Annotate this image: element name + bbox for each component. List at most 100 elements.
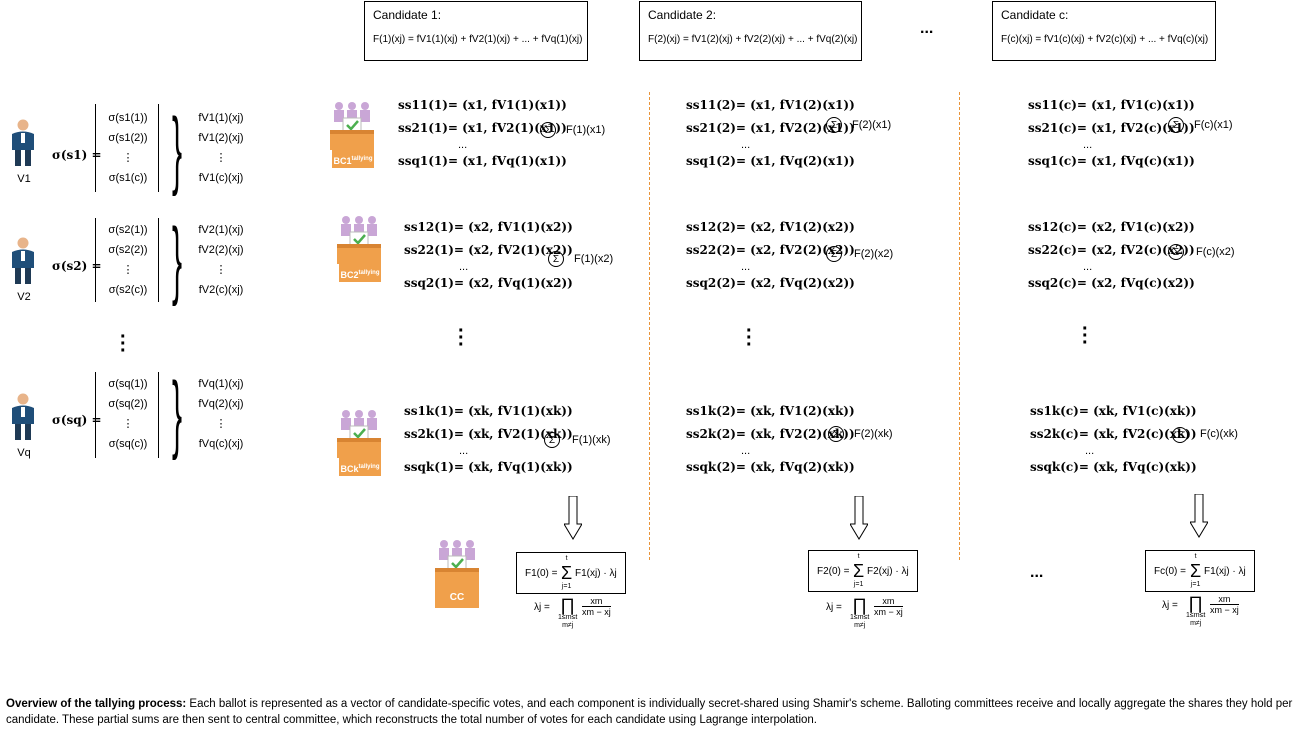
- lambda-lhs: λj =: [1162, 600, 1178, 611]
- sum-symbol: Σ: [561, 563, 573, 583]
- reconstruct-term: F1(xj) · λj: [575, 568, 617, 579]
- reconstruct-ellipsis: ...: [1030, 564, 1044, 581]
- share-entry: fV1(1)(xj): [198, 112, 244, 124]
- share-dots: ...: [458, 139, 468, 151]
- share-block: ss1k(2)= (xk, fV1(2)(xk)) ss2k(2)= (xk, …: [686, 400, 855, 479]
- sum-icon: Σ: [1172, 427, 1188, 443]
- vector-bar: [158, 218, 159, 302]
- share-row: ssqk(1)= (xk, fVq(1)(xk)): [404, 460, 573, 474]
- share-entry: ⋮: [215, 418, 227, 430]
- sum-icon: Σ: [1168, 117, 1184, 133]
- share-entry: ⋮: [215, 152, 227, 164]
- share-row: ss12(2)= (x2, fV1(2)(x2)): [686, 220, 855, 234]
- share-row: ss11(2)= (x1, fV1(2)(x1)): [686, 98, 855, 112]
- partial-sum: F(1)(xk): [572, 434, 611, 446]
- figure-caption: Overview of the tallying process: Each b…: [6, 696, 1296, 728]
- share-dots: ...: [741, 139, 751, 151]
- brace: }: [172, 365, 183, 461]
- product-sub: 1≤m≤t: [558, 614, 578, 621]
- reconstruct-lhs: Fc(0) =: [1154, 566, 1186, 577]
- share-row: ss21(1)= (x1, fV2(1)(x1)): [398, 121, 567, 135]
- share-entry: fV2(2)(xj): [198, 244, 244, 256]
- candidate-box-c: Candidate c: F(c)(xj) = fV1(c)(xj) + fV2…: [992, 1, 1216, 61]
- product-sub: m≠j: [562, 622, 574, 629]
- vector-entry: σ(s2(c)): [108, 284, 148, 296]
- share-row: ss11(c)= (x1, fV1(c)(x1)): [1028, 98, 1195, 112]
- voter-label: Vq: [17, 447, 31, 459]
- brace: }: [172, 211, 183, 307]
- partial-sum: F(c)(x1): [1194, 119, 1233, 131]
- sum-symbol: Σ: [1190, 561, 1202, 581]
- share-entry: ⋮: [215, 264, 227, 276]
- share-row: ss2k(1)= (xk, fV2(1)(xk)): [404, 427, 573, 441]
- committee-icon-2: BC2tallying: [335, 214, 383, 284]
- share-row: ss21(c)= (x1, fV2(c)(x1)): [1028, 121, 1195, 135]
- vector-entry: ⋮: [122, 152, 134, 164]
- product-sub: m≠j: [854, 622, 866, 629]
- reconstruct-lhs: F1(0) =: [525, 568, 558, 579]
- sum-icon: Σ: [544, 432, 560, 448]
- voter-sigma: σ(sq) =: [52, 413, 102, 427]
- candidate-title: Candidate 2:: [648, 8, 717, 22]
- voter-q: Vq: [8, 392, 40, 459]
- vector-entry: ⋮: [122, 418, 134, 430]
- share-row: ss22(2)= (x2, fV2(2)(x2)): [686, 243, 855, 257]
- share-row: ssq2(2)= (x2, fVq(2)(x2)): [686, 276, 855, 290]
- product-symbol: ∏: [852, 595, 868, 615]
- dots-vertical: ···: [1082, 318, 1089, 354]
- vector-entry: σ(s1(1)): [108, 112, 148, 124]
- committee-label: BCktallying: [339, 458, 381, 476]
- share-dots: ...: [459, 445, 469, 457]
- lambda-lhs: λj =: [826, 602, 842, 613]
- sum-icon: Σ: [826, 117, 842, 133]
- dots-vertical: ···: [120, 326, 127, 362]
- sum-top: t: [565, 555, 568, 562]
- partial-sum: F(1)(x2): [574, 253, 614, 265]
- share-row: ss22(1)= (x2, fV2(1)(x2)): [404, 243, 573, 257]
- reconstruct-box-2: F2(0) = t Σ j=1 F2(xj) · λj: [808, 550, 918, 592]
- vector-entry: σ(s1(c)): [108, 172, 148, 184]
- reconstruct-term: F1(xj) · λj: [1204, 566, 1246, 577]
- reconstruct-lhs: F2(0) =: [817, 566, 850, 577]
- down-arrow-icon: [564, 496, 582, 540]
- committee-label: BC2tallying: [339, 264, 381, 282]
- share-row: ssqk(c)= (xk, fVq(c)(xk)): [1030, 460, 1197, 474]
- vector-entry: σ(sq(2)): [108, 398, 148, 410]
- share-entry: fV1(2)(xj): [198, 132, 244, 144]
- sum-top: t: [857, 553, 860, 560]
- vector-column: σ(s2(1)) σ(s2(2)) ⋮ σ(s2(c)): [100, 220, 156, 300]
- vector-entry: σ(s1(2)): [108, 132, 148, 144]
- candidate-box-1: Candidate 1: F(1)(xj) = fV1(1)(xj) + fV2…: [364, 1, 588, 61]
- reconstruct-term: F2(xj) · λj: [867, 566, 909, 577]
- voter-label: V1: [17, 173, 31, 185]
- partial-sum: F(c)(x2): [1196, 246, 1235, 258]
- product-sub: 1≤m≤t: [1186, 612, 1206, 619]
- dots-vertical: ···: [746, 320, 753, 356]
- ballot-box-icon: [330, 102, 374, 150]
- candidate-title: Candidate c:: [1001, 8, 1069, 22]
- caption-title: Overview of the tallying process:: [6, 698, 187, 710]
- share-dots: ...: [459, 261, 469, 273]
- fraction-denominator: xm − xj: [1210, 605, 1239, 615]
- sum-bottom: j=1: [1190, 581, 1201, 588]
- partial-sum: F(2)(xk): [854, 428, 893, 440]
- share-dots: ...: [1083, 261, 1093, 273]
- sum-icon: Σ: [548, 251, 564, 267]
- share-column: fVq(1)(xj) fVq(2)(xj) ⋮ fVq(c)(xj): [190, 374, 252, 454]
- share-row: ss12(c)= (x2, fV1(c)(x2)): [1028, 220, 1195, 234]
- share-row: ss1k(2)= (xk, fV1(2)(xk)): [686, 404, 855, 418]
- brace: }: [172, 101, 183, 197]
- share-row: ss2k(c)= (xk, fV2(c)(xk)): [1030, 427, 1197, 441]
- vector-column: σ(s1(1)) σ(s1(2)) ⋮ σ(s1(c)): [100, 108, 156, 188]
- voter-2: V2: [8, 236, 40, 303]
- share-block: ss12(c)= (x2, fV1(c)(x2)) ss22(c)= (x2, …: [1028, 216, 1195, 295]
- share-dots: ...: [741, 261, 751, 273]
- vector-bar: [95, 372, 96, 458]
- share-row: ss11(1)= (x1, fV1(1)(x1)): [398, 98, 567, 112]
- fraction-denominator: xm − xj: [874, 607, 903, 617]
- candidate-box-2: Candidate 2: F(2)(xj) = fV1(2)(xj) + fV2…: [639, 1, 862, 61]
- share-entry: fV2(c)(xj): [198, 284, 244, 296]
- reconstruct-box-c: Fc(0) = t Σ j=1 F1(xj) · λj: [1145, 550, 1255, 592]
- share-dots: ...: [741, 445, 751, 457]
- candidate-formula: F(2)(xj) = fV1(2)(xj) + fV2(2)(xj) + ...…: [648, 34, 858, 45]
